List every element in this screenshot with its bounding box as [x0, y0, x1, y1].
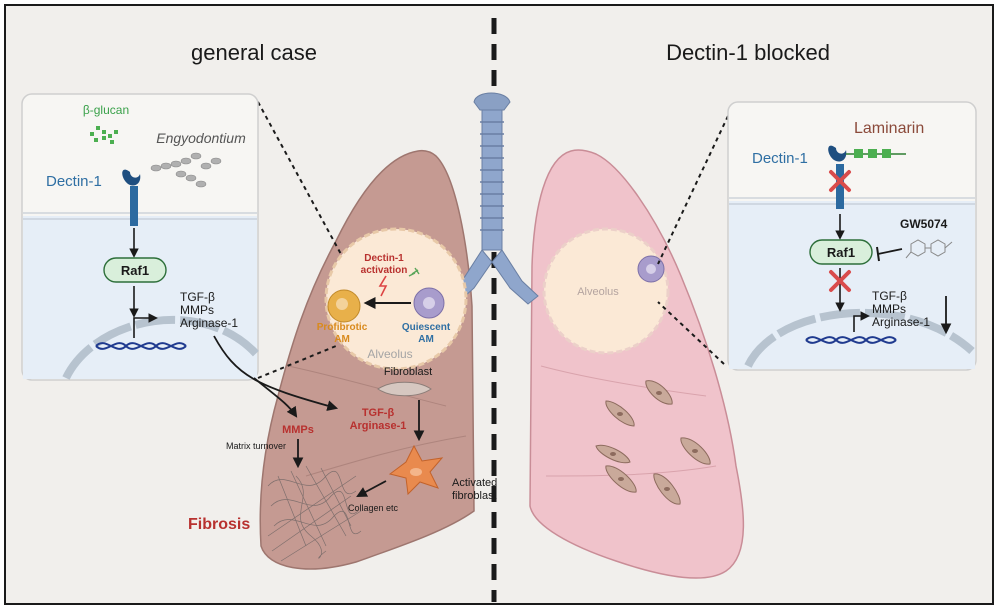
raf1-right-label: Raf1 — [827, 245, 855, 260]
dectin1-right-label: Dectin-1 — [752, 150, 808, 167]
collagen-label: Collagen etc — [348, 503, 399, 513]
beta-glucan-label: β-glucan — [83, 103, 129, 117]
transcription-start-arrow — [133, 313, 158, 338]
figure-frame: general case Dectin-1 blocked Dectin-1 a… — [4, 4, 994, 605]
arginase-label: Arginase-1 — [350, 420, 407, 432]
profibrotic-label-1: Profibrotic — [317, 322, 368, 333]
raf1-right-node — [809, 239, 873, 265]
activated-label-1: Activated — [452, 477, 497, 489]
dectin1-block-x-icon — [829, 170, 851, 192]
right-lung — [529, 149, 745, 579]
diagram-canvas: general case Dectin-1 blocked Dectin-1 a… — [21, 18, 977, 602]
resting-fibroblast-nuclei — [610, 391, 698, 491]
left-membrane — [23, 212, 257, 220]
right-alveolus-label: Alveolus — [577, 286, 619, 298]
quiescent-am-nucleus — [423, 297, 435, 309]
left-zoom-line-bottom — [257, 345, 337, 379]
left-lung-lobe-lines — [287, 365, 467, 477]
mmps-label: MMPs — [282, 424, 314, 436]
right-gene-2: MMPs — [872, 302, 906, 316]
activated-fibroblast-nucleus — [410, 468, 422, 476]
activation-label-2: activation — [361, 265, 408, 276]
raf1-left-label: Raf1 — [121, 263, 149, 278]
right-gene-3: Arginase-1 — [872, 315, 930, 329]
dectin1-right-receptor-stalk — [836, 164, 844, 209]
left-gene-3: Arginase-1 — [180, 316, 238, 330]
fibroblast-label: Fibroblast — [384, 366, 432, 378]
fibroblast-cell — [377, 381, 432, 397]
matrix-mesh — [267, 465, 362, 562]
left-panel-title: general case — [191, 40, 317, 65]
activation-label-1: Dectin-1 — [364, 253, 404, 264]
lightning-icon — [378, 275, 388, 297]
left-alveolus — [324, 227, 468, 371]
gene-to-mmps-arrow — [253, 377, 298, 418]
gene-to-tgf-arrow — [213, 335, 339, 411]
left-gene-2: MMPs — [180, 303, 214, 317]
right-inset — [727, 101, 977, 371]
left-alveolus-label: Alveolus — [367, 347, 412, 361]
raf1-left-node — [103, 257, 167, 283]
gw5074-inhibit-line — [877, 248, 903, 255]
right-zoom-line-bottom — [657, 301, 725, 365]
fibrosis-label: Fibrosis — [188, 516, 250, 533]
engyodontium-label: Engyodontium — [156, 130, 246, 146]
left-zoom-line-top — [257, 101, 343, 257]
right-transcription-arrow — [853, 311, 870, 332]
dectin1-left-receptor-stalk — [130, 186, 138, 226]
collagen-arrow — [356, 480, 387, 498]
engyodontium-icon — [150, 152, 222, 188]
left-dna-helix — [95, 342, 187, 350]
right-zoom-line-top — [657, 115, 729, 265]
profibrotic-am-nucleus — [336, 298, 348, 310]
left-inset — [21, 93, 262, 381]
profibrotic-label-2: AM — [334, 334, 350, 345]
tgf-label: TGF-β — [362, 407, 395, 419]
right-membrane — [729, 197, 975, 205]
quiescent-label-2: AM — [418, 334, 434, 345]
gw5074-molecule-icon — [905, 239, 953, 259]
beta-glucan-icon — [90, 126, 118, 144]
right-alveolus — [542, 227, 670, 355]
right-quiescent-am-nucleus — [646, 264, 656, 274]
dectin1-left-label: Dectin-1 — [46, 173, 102, 190]
beta-glucan-small-icon — [408, 267, 420, 277]
gw5074-inhibit-bar — [876, 246, 880, 262]
left-gene-1: TGF-β — [180, 290, 215, 304]
right-dna-helix — [805, 336, 897, 344]
matrix-turnover-label: Matrix turnover — [226, 441, 286, 451]
right-lung-lobe-lines — [540, 365, 717, 477]
quiescent-label-1: Quiescent — [402, 322, 451, 333]
laminarin-icon — [854, 149, 891, 158]
raf1-block-x-icon — [829, 270, 851, 292]
right-panel-title: Dectin-1 blocked — [666, 40, 830, 65]
gw5074-label: GW5074 — [900, 217, 948, 231]
activated-label-2: fibroblast — [452, 490, 497, 502]
dectin1-left-receptor-head — [122, 169, 141, 186]
laminarin-label: Laminarin — [854, 120, 924, 137]
right-gene-1: TGF-β — [872, 289, 907, 303]
dectin1-right-receptor-head — [828, 145, 847, 162]
